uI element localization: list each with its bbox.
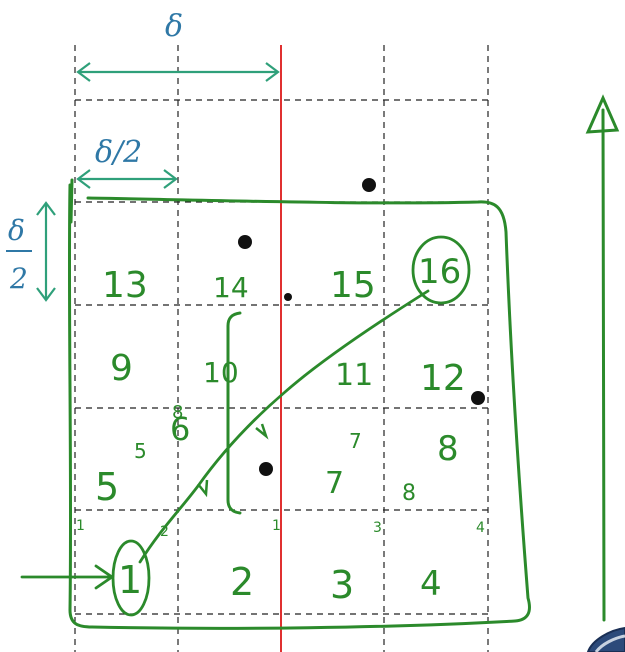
point-upper-left: [238, 235, 252, 249]
corner-1b: 1: [272, 518, 281, 534]
corner-3: 3: [373, 520, 382, 536]
cell-11: 11: [335, 358, 373, 393]
delta-measure: [36, 62, 280, 302]
data-points: [238, 178, 485, 476]
bracket: [226, 311, 242, 515]
corner-object: [586, 626, 625, 652]
dashed-grid: [74, 45, 490, 652]
incoming-arrow-head: [94, 564, 115, 590]
note-8: 8: [172, 402, 183, 423]
cell-6: 6: [170, 410, 190, 448]
cell-8: 8: [437, 429, 459, 469]
delta-half-vert-top: [36, 201, 56, 216]
point-top: [362, 178, 376, 192]
cell-13: 13: [102, 265, 148, 306]
corner-4: 4: [476, 520, 485, 536]
point-center: [259, 462, 273, 476]
diagonal-path: [138, 289, 430, 564]
diagonal-path-tick-1: [255, 423, 269, 440]
point-divider: [284, 293, 292, 301]
right-axis-arrow-icon: [585, 94, 620, 134]
cell-3: 3: [330, 563, 354, 607]
note-8b: 8: [402, 481, 416, 506]
cell-9: 9: [110, 348, 133, 389]
circle-16: [411, 235, 471, 305]
cell-7: 7: [325, 466, 344, 501]
cell-16: 16: [418, 252, 461, 292]
delta-frac-denominator: 2: [9, 262, 28, 295]
delta-half-arrow-left: [76, 169, 91, 189]
outline-rectangle: [67, 183, 531, 630]
corner-1: 1: [76, 518, 85, 534]
note-7: 7: [349, 429, 362, 453]
diagonal-path-tick-2: [197, 479, 209, 498]
cell-10: 10: [203, 356, 239, 389]
right-axis: [585, 94, 620, 622]
corner-object-rim: [594, 634, 625, 652]
cell-14: 14: [213, 271, 249, 304]
note-5: 5: [134, 439, 147, 463]
delta-half-arrow-right: [163, 169, 178, 189]
cell-12: 12: [420, 358, 466, 399]
delta-label: δ: [165, 9, 183, 44]
cell-5: 5: [95, 465, 119, 509]
delta-frac-numerator: δ: [8, 214, 25, 247]
cell-2: 2: [230, 560, 254, 604]
delta-arrow-right: [265, 62, 280, 82]
cell-15: 15: [330, 265, 376, 306]
point-right: [471, 391, 485, 405]
small-annotations: 5 8 7 8 1 2 1 3 4: [76, 402, 485, 540]
cell-numbers: 13 14 15 16 9 10 11 12 5 6 7 8 1 2 3 4: [95, 252, 466, 607]
cell-1: 1: [118, 558, 142, 602]
delta-half-label: δ/2: [95, 135, 142, 170]
delta-half-vert-bottom: [36, 287, 56, 302]
delta-arrow-left: [76, 62, 91, 82]
right-axis-line: [601, 108, 606, 622]
corner-2: 2: [160, 524, 169, 540]
cell-4: 4: [420, 564, 442, 604]
outline-left-tick: [69, 178, 74, 224]
